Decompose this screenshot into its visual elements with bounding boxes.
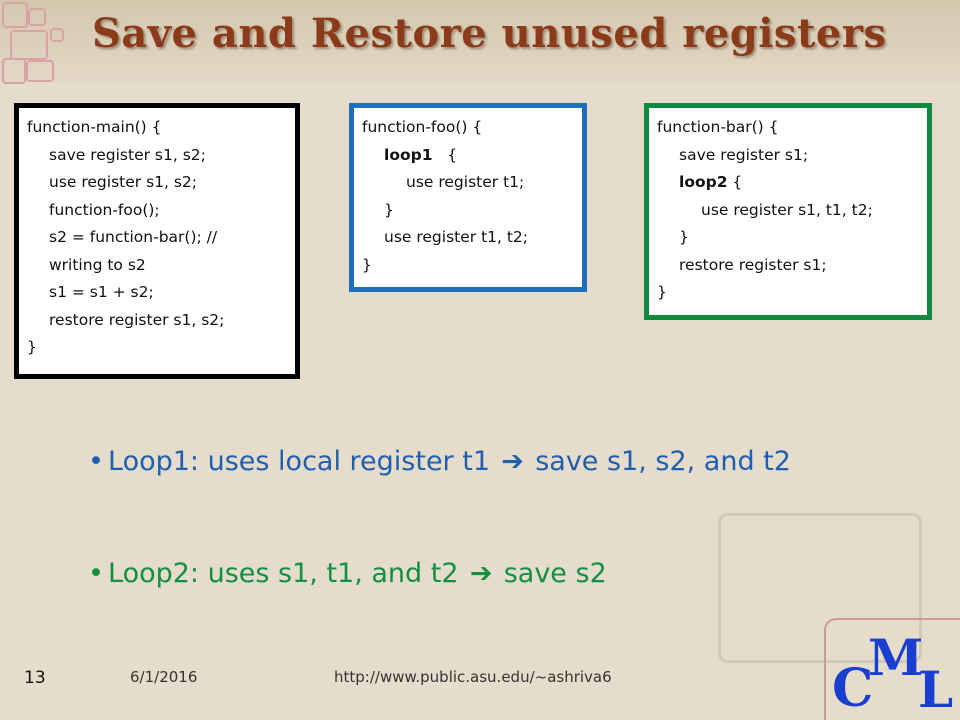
code-line: use register s1, s2; [27, 169, 287, 197]
arrow-right-icon: ➔ [469, 558, 493, 589]
footer-date: 6/1/2016 [130, 668, 198, 686]
code-line: use register t1; [362, 169, 574, 197]
arrow-right-icon: ➔ [501, 446, 524, 477]
logo-letter-c: C [832, 658, 874, 719]
code-line: restore register s1, s2; [27, 307, 287, 335]
bullet-dot: • [88, 558, 104, 589]
code-line: loop2 { [657, 169, 919, 197]
code-line: } [657, 279, 919, 307]
slide-title: Save and Restore unused registers [92, 10, 887, 57]
decor-square [28, 8, 46, 26]
code-line: loop1 { [362, 142, 574, 170]
code-text: writing to s2 [49, 255, 146, 274]
code-text: } [27, 338, 37, 356]
code-text: function-foo() { [362, 118, 483, 136]
code-text: restore register s1, s2; [49, 310, 225, 329]
code-line: writing to s2 [27, 252, 287, 280]
code-text: save register s1, s2; [49, 145, 206, 164]
decor-outline [718, 513, 922, 663]
code-line: function-main() { [27, 114, 287, 142]
code-text: use register s1, t1, t2; [701, 200, 873, 219]
code-text: } [384, 200, 394, 219]
cml-logo: C M L [824, 618, 960, 720]
code-text: use register t1; [406, 173, 525, 191]
bullet-text-after: save s1, s2, and t2 [535, 446, 791, 477]
code-text: { [432, 145, 458, 164]
code-text: function-foo(); [49, 200, 160, 219]
bullet-loop2: •Loop2: uses s1, t1, and t2 ➔ save s2 [88, 558, 607, 589]
bullet-text-before: Loop2: uses s1, t1, and t2 [108, 558, 459, 589]
title-band [0, 0, 960, 82]
code-box-foo: function-foo() { loop1 { use register t1;}… [349, 103, 587, 292]
code-line: s2 = function-bar(); // [27, 224, 287, 252]
code-line: } [27, 334, 287, 362]
code-text: s1 = s1 + s2; [49, 283, 154, 301]
decor-square [10, 30, 48, 60]
decor-square [2, 2, 28, 28]
code-line: } [362, 197, 574, 225]
code-line: restore register s1; [657, 252, 919, 280]
code-text: use register s1, s2; [49, 173, 198, 191]
code-line: use register s1, t1, t2; [657, 197, 919, 225]
logo-letter-m: M [868, 628, 924, 687]
decor-square [2, 58, 26, 84]
code-text: save register s1; [679, 145, 809, 164]
code-keyword: loop2 [679, 173, 728, 191]
code-text: s2 = function-bar(); // [49, 228, 218, 246]
code-line: } [362, 252, 574, 280]
code-text: function-main() { [27, 118, 162, 136]
code-line: function-foo(); [27, 197, 287, 225]
code-line: s1 = s1 + s2; [27, 279, 287, 307]
code-box-main: function-main() { save register s1, s2; us… [14, 103, 300, 379]
footer-url: http://www.public.asu.edu/~ashriva6 [334, 668, 612, 686]
code-keyword: loop1 [384, 145, 433, 164]
code-text: function-bar() { [657, 118, 779, 136]
code-line: use register t1, t2; [362, 224, 574, 252]
code-line: save register s1, s2; [27, 142, 287, 170]
code-line: save register s1; [657, 142, 919, 170]
bullet-text-before: Loop1: uses local register t1 [108, 446, 491, 477]
logo-letter-l: L [918, 660, 954, 719]
code-text: restore register s1; [679, 255, 827, 274]
code-text: } [679, 228, 689, 246]
code-text: } [362, 255, 372, 274]
code-text: } [657, 283, 667, 301]
code-line: function-foo() { [362, 114, 574, 142]
decor-square [50, 28, 64, 42]
code-line: function-bar() { [657, 114, 919, 142]
code-line: } [657, 224, 919, 252]
bullet-loop1: •Loop1: uses local register t1 ➔ save s1… [88, 446, 791, 477]
code-box-bar: function-bar() { save register s1; loop2 {… [644, 103, 932, 320]
code-text: use register t1, t2; [384, 228, 529, 246]
page-number: 13 [24, 668, 46, 688]
bullet-text-after: save s2 [503, 558, 607, 589]
code-text: { [727, 173, 743, 191]
bullet-dot: • [88, 446, 104, 477]
decor-square [26, 60, 54, 82]
